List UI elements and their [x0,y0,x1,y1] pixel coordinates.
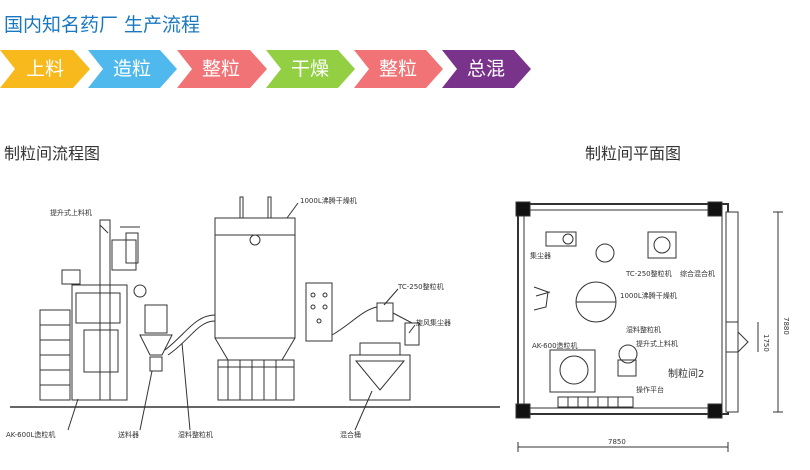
page-title: 国内知名药厂 生产流程 [4,14,201,36]
step-arrow-5 [354,50,443,88]
step-arrow-1 [0,50,90,88]
process-steps-arrows [0,50,531,88]
plan-label-mixer: 综合混合机 [680,269,715,278]
label-mill-top: TC-250整粒机 [397,282,444,291]
label-dryer: 1000L沸腾干燥机 [300,196,357,205]
plan-dim-height: 7880 [782,317,790,335]
step-label-5: 整粒 [378,58,417,80]
floor-plan-drawing: 集尘器 TC-250整粒机 综合混合机 1000L沸腾干燥机 湿料整粒机 提升式… [515,201,790,452]
plan-label-wet-mill: 湿料整粒机 [626,325,661,334]
plan-label-room: 制粒间2 [668,367,704,380]
label-wet-mill: 湿料整粒机 [178,430,213,439]
label-dust: 旋风集尘器 [416,318,451,327]
step-arrow-2 [88,50,177,88]
step-label-2: 造粒 [112,58,151,80]
step-arrow-6 [442,50,531,88]
label-hoist: 提升式上料机 [50,208,92,217]
step-label-4: 干燥 [290,58,329,80]
label-blender: 混合桶 [340,430,361,439]
step-label-1: 上料 [25,58,64,80]
plan-dim-width: 7850 [608,438,626,446]
plan-label-hoist: 提升式上料机 [636,339,678,348]
plan-label-tc250: TC-250整粒机 [625,269,672,278]
step-label-3: 整粒 [201,58,240,80]
plan-label-dryer: 1000L沸腾干燥机 [620,291,677,300]
step-arrow-4 [266,50,355,88]
plan-label-platform: 操作平台 [636,385,664,394]
label-feeder: 送料器 [118,430,139,439]
plan-label-dust-box: 集尘器 [530,251,551,260]
plan-dim-door: 1750 [762,334,770,352]
flow-diagram-title: 制粒间流程图 [4,144,101,163]
plan-label-ak600: AK-600造粒机 [532,341,578,350]
label-granulator: AK-600L造粒机 [6,430,55,439]
step-label-6: 总混 [466,58,505,80]
step-arrow-3 [177,50,267,88]
process-flow-drawing: 提升式上料机 1000L沸腾干燥机 TC-250整粒机 旋风集尘器 AK-600… [6,196,500,439]
floor-plan-title: 制粒间平面图 [585,144,682,163]
process-steps: 上料 造粒 整粒 干燥 整粒 总混 [0,50,540,88]
